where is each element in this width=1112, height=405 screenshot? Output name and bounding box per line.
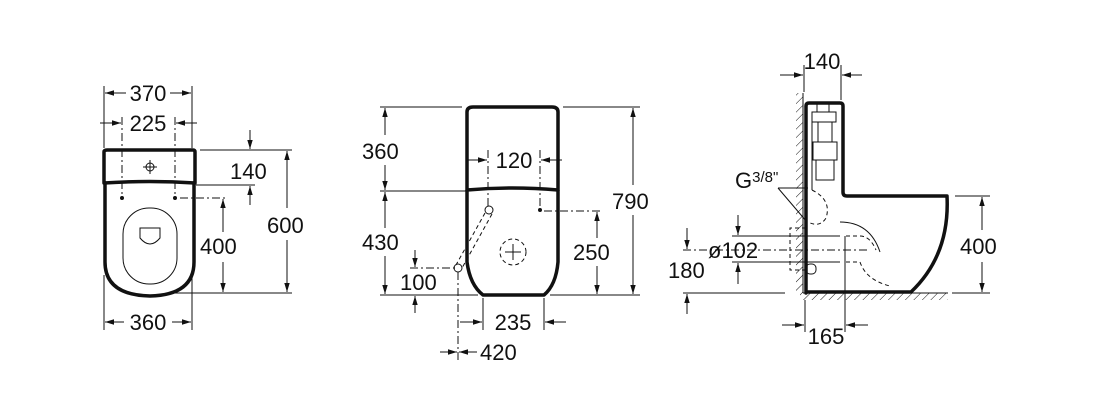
dim-inlet-height: 250 [573, 240, 610, 265]
side-view: 140 G3/8" ø102 180 400 165 [668, 49, 997, 349]
dim-fixing-to-front: 400 [200, 234, 237, 259]
dim-supply-height: 100 [400, 270, 437, 295]
floor-hatch [800, 293, 948, 300]
dim-supply-offset: 420 [480, 340, 517, 365]
top-view: 370 225 140 400 600 360 [100, 81, 304, 335]
tank-outline [102, 148, 197, 185]
front-elevation: 360 430 790 120 250 100 235 420 [362, 105, 649, 365]
dim-overall-width: 370 [130, 81, 167, 106]
dim-tank-height: 360 [362, 139, 399, 164]
dim-bowl-width: 360 [130, 310, 167, 335]
dim-outlet-distance: 165 [808, 324, 845, 349]
bowl-outline [103, 183, 196, 298]
dim-inlet-spacing: 120 [496, 148, 533, 173]
dim-base-width: 235 [495, 310, 532, 335]
dim-overall-depth: 600 [267, 213, 304, 238]
bowl-outline [465, 190, 560, 297]
dim-hole-spacing: 225 [130, 111, 167, 136]
dim-bowl-height: 430 [362, 230, 399, 255]
dim-tank-depth: 140 [230, 159, 267, 184]
dim-outlet-height: 180 [668, 258, 705, 283]
dim-tank-projection: 140 [804, 49, 841, 74]
toilet-profile [804, 101, 949, 295]
seat-outline [122, 207, 178, 285]
dim-overall-height: 790 [612, 189, 649, 214]
tank-outline [465, 105, 560, 192]
wall-hatch [796, 93, 803, 293]
dim-outlet-diameter: ø102 [708, 238, 758, 263]
dim-bowl-height-side: 400 [960, 234, 997, 259]
target-icon [143, 160, 157, 174]
bowl-opening [139, 227, 161, 245]
flush-valve [811, 103, 838, 190]
thread-label: G3/8" [735, 168, 778, 193]
